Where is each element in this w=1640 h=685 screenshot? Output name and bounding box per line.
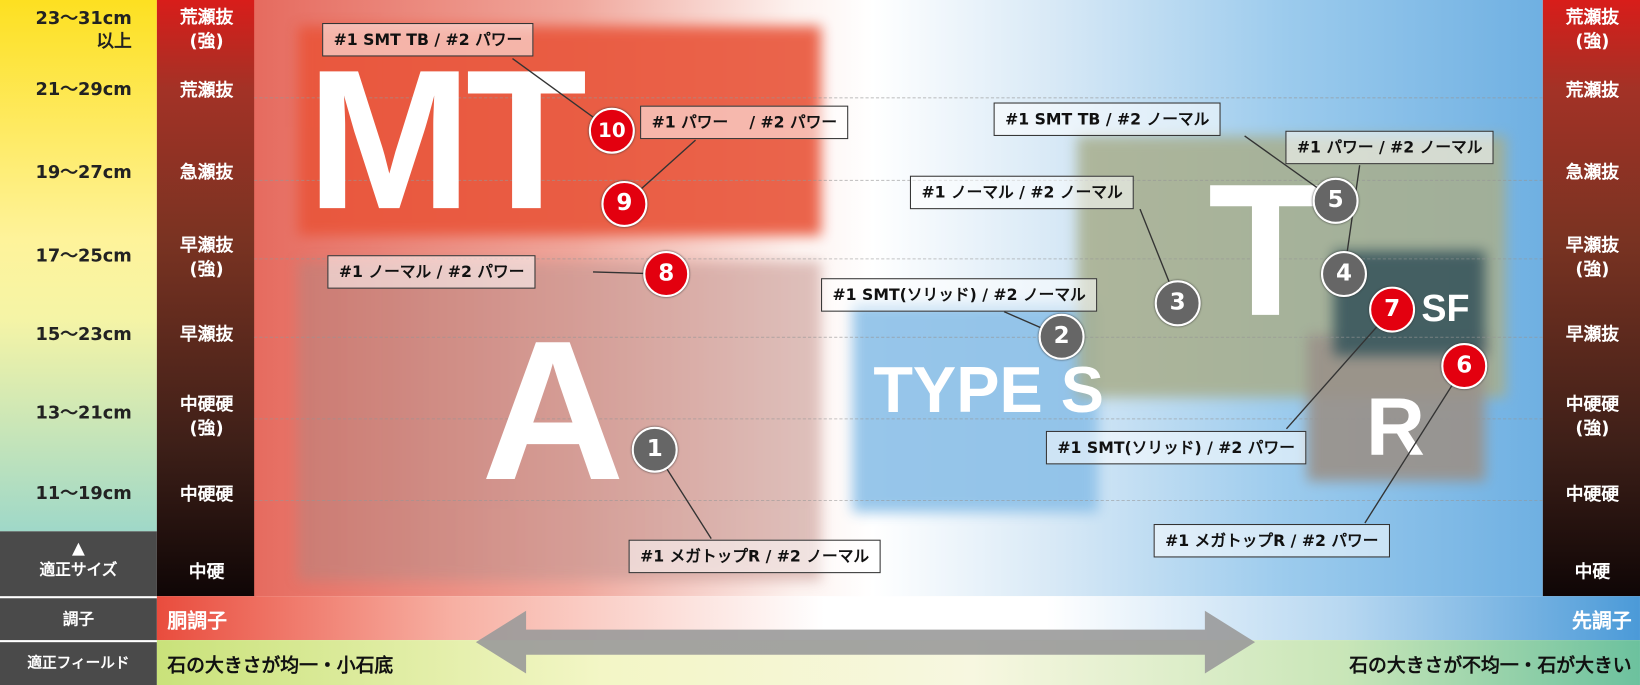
size-label: 以上 bbox=[96, 31, 132, 53]
leader-line-7 bbox=[1285, 309, 1393, 430]
size-label: 17〜25cm bbox=[35, 245, 132, 267]
model-type-s: TYPE S bbox=[873, 354, 1104, 427]
combo-label-8: #1 ノーマル / #2 パワー bbox=[327, 255, 536, 289]
size-label: 19〜27cm bbox=[35, 162, 132, 184]
size-column: 23〜31cm 以上 21〜29cm 19〜27cm 17〜25cm 15〜23… bbox=[0, 0, 157, 532]
model-sf: SF bbox=[1421, 286, 1470, 330]
leader-line-6 bbox=[1364, 365, 1465, 524]
model-r: R bbox=[1365, 380, 1425, 473]
marker-2: 2 bbox=[1038, 313, 1085, 360]
rapids-label: 荒瀬抜 bbox=[179, 80, 234, 102]
rapids-label: (強) bbox=[1575, 418, 1610, 440]
combo-label-2: #1 SMT(ソリッド) / #2 ノーマル bbox=[821, 278, 1098, 312]
rapids-label: 中硬硬 bbox=[179, 394, 234, 416]
marker-1: 1 bbox=[631, 426, 678, 473]
rapids-label: 早瀬抜 bbox=[179, 324, 234, 346]
rapids-label: 早瀬抜 bbox=[1565, 235, 1620, 257]
gridline bbox=[254, 499, 1543, 501]
combo-label-6: #1 メガトップR / #2 パワー bbox=[1153, 523, 1390, 558]
marker-5: 5 bbox=[1312, 177, 1359, 224]
model-a: A bbox=[481, 300, 625, 522]
field-right: 石の大きさが不均一・石が大きい bbox=[1349, 654, 1632, 677]
size-label: 21〜29cm bbox=[35, 79, 132, 101]
rapids-label: 早瀬抜 bbox=[1565, 324, 1620, 346]
rapids-label: (強) bbox=[189, 418, 224, 440]
rapids-label: 早瀬抜 bbox=[179, 235, 234, 257]
gridline bbox=[254, 336, 1543, 338]
rapids-label: (強) bbox=[1575, 31, 1610, 53]
combo-label-9: #1 パワー / #2 パワー bbox=[640, 105, 849, 140]
rapids-column-right: 荒瀬抜 (強) 荒瀬抜 急瀬抜 早瀬抜 (強) 早瀬抜 中硬硬 (強) 中硬硬 … bbox=[1542, 0, 1640, 597]
combo-label-10: #1 SMT TB / #2 パワー bbox=[322, 23, 534, 57]
chart-area: MT A T TYPE S SF R bbox=[254, 0, 1543, 597]
rapids-label: 中硬 bbox=[188, 561, 225, 583]
size-header-label: 適正サイズ bbox=[39, 560, 118, 580]
rapids-label: (強) bbox=[189, 31, 224, 53]
model-mt: MT bbox=[306, 29, 587, 252]
rapids-column-left: 荒瀬抜 (強) 荒瀬抜 急瀬抜 早瀬抜 (強) 早瀬抜 中硬硬 (強) 中硬硬 … bbox=[156, 0, 257, 597]
marker-8: 8 bbox=[643, 251, 690, 298]
size-label: 11〜19cm bbox=[35, 483, 132, 505]
a-zone bbox=[298, 261, 822, 581]
field-left: 石の大きさが均一・小石底 bbox=[167, 654, 394, 677]
size-label: 15〜23cm bbox=[35, 324, 132, 346]
model-t: T bbox=[1208, 145, 1324, 356]
action-row-label: 調子 bbox=[0, 598, 157, 641]
size-label: 13〜21cm bbox=[35, 402, 132, 424]
combo-label-1: #1 メガトップR / #2 ノーマル bbox=[628, 539, 881, 574]
action-left: 胴調子 bbox=[167, 609, 227, 633]
combo-label-7: #1 SMT(ソリッド) / #2 パワー bbox=[1045, 430, 1307, 465]
marker-6: 6 bbox=[1441, 343, 1488, 390]
marker-9: 9 bbox=[601, 180, 648, 227]
combo-label-4: #1 パワー / #2 ノーマル bbox=[1285, 130, 1494, 165]
rapids-label: 荒瀬抜 bbox=[1565, 7, 1620, 29]
double-arrow-icon bbox=[475, 610, 1256, 674]
rapids-label: 中硬硬 bbox=[1565, 394, 1620, 416]
field-row-label: 適正フィールド bbox=[0, 642, 157, 685]
rapids-label: 中硬 bbox=[1574, 561, 1611, 583]
gridline bbox=[254, 418, 1543, 420]
rapids-label: 中硬硬 bbox=[179, 484, 234, 506]
size-label: 23〜31cm bbox=[35, 8, 132, 30]
rapids-label: 荒瀬抜 bbox=[179, 7, 234, 29]
rapids-label: (強) bbox=[1575, 259, 1610, 281]
size-header: ▲ 適正サイズ bbox=[0, 531, 157, 597]
gridline bbox=[254, 179, 1543, 181]
action-right: 先調子 bbox=[1571, 609, 1632, 633]
triangle-up-icon: ▲ bbox=[72, 537, 85, 558]
combo-label-3: #1 ノーマル / #2 ノーマル bbox=[909, 175, 1135, 210]
rapids-label: 急瀬抜 bbox=[1565, 162, 1620, 184]
gridline bbox=[254, 258, 1543, 260]
marker-4: 4 bbox=[1320, 251, 1367, 298]
marker-7: 7 bbox=[1369, 286, 1416, 333]
rapids-label: (強) bbox=[189, 259, 224, 281]
gridline bbox=[254, 97, 1543, 99]
field-row: 石の大きさが均一・小石底 石の大きさが不均一・石が大きい bbox=[156, 640, 1640, 685]
rapids-label: 荒瀬抜 bbox=[1565, 80, 1620, 102]
marker-3: 3 bbox=[1154, 280, 1201, 327]
rapids-label: 急瀬抜 bbox=[179, 162, 234, 184]
marker-10: 10 bbox=[588, 107, 635, 154]
rapids-label: 中硬硬 bbox=[1565, 484, 1620, 506]
combo-label-5: #1 SMT TB / #2 ノーマル bbox=[993, 102, 1221, 136]
